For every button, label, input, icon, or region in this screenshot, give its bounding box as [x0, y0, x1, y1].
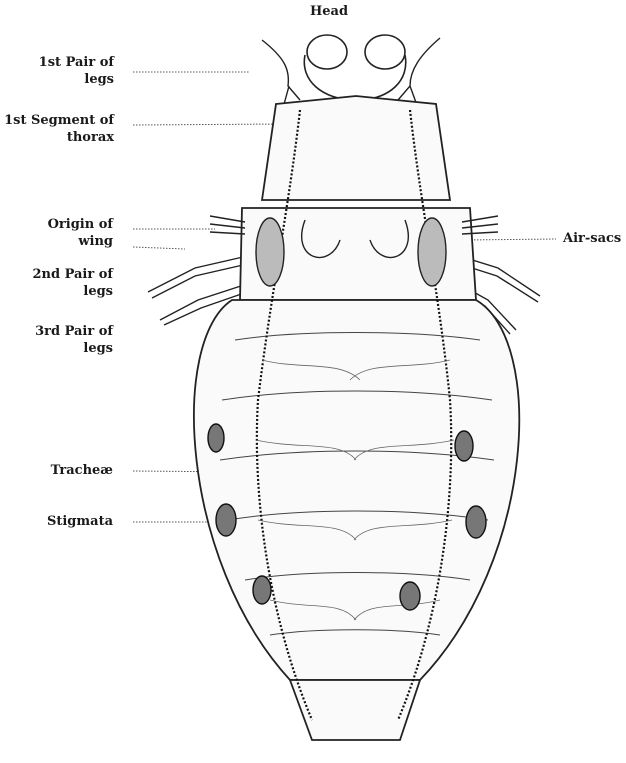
stigma-left-3	[253, 576, 271, 604]
air-sac-left	[256, 218, 284, 286]
eye-right	[365, 35, 405, 69]
leg-1-left	[262, 40, 300, 100]
abdomen	[194, 300, 519, 680]
leader-second-pair-legs	[133, 247, 185, 249]
leg-2-left	[148, 257, 243, 292]
air-sac-right	[418, 218, 446, 286]
thorax-segment-1	[262, 96, 450, 200]
stigma-right-2	[466, 506, 486, 538]
body-outline	[194, 96, 519, 740]
eye-left	[307, 35, 347, 69]
leader-first-segment-thorax	[133, 124, 282, 125]
stigma-left-1	[208, 424, 224, 452]
head-outline	[304, 35, 405, 100]
tail	[290, 680, 420, 740]
stigma-right-3	[400, 582, 420, 610]
leader-air-sacs	[465, 239, 556, 240]
wing-origin-left	[210, 216, 245, 234]
stigma-left-2	[216, 504, 236, 536]
stigma-right-1	[455, 431, 473, 461]
